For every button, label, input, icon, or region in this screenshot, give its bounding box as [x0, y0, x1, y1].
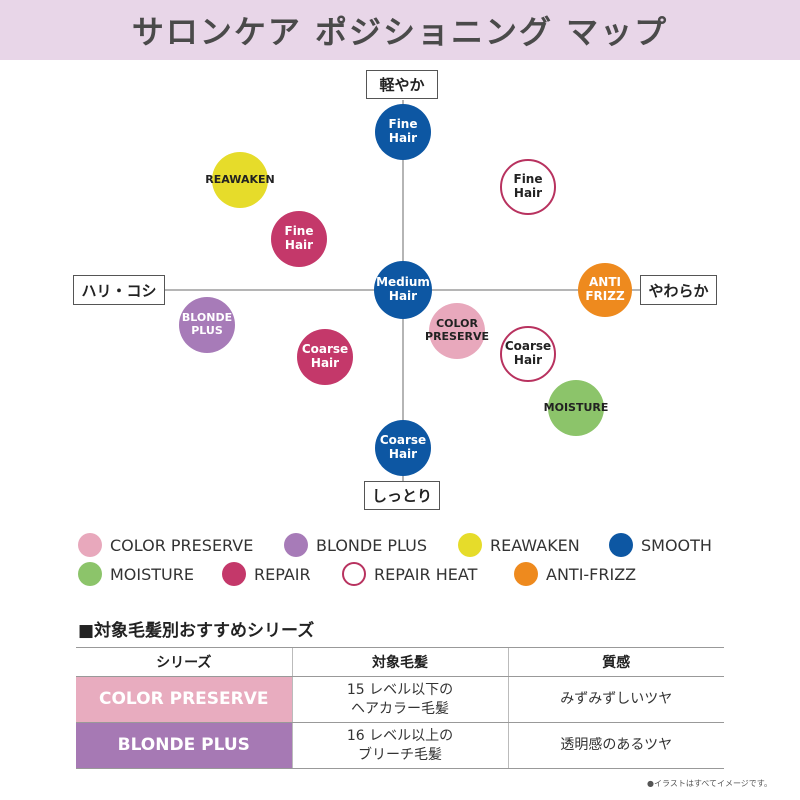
table-cell-texture: みずみずしいツヤ	[507, 676, 724, 723]
bubble-smooth: Medium Hair	[374, 261, 432, 319]
table-header-hair: 対象毛髪	[291, 647, 508, 677]
table-cell-texture: 透明感のあるツヤ	[507, 722, 724, 769]
bubble-repair-heat: Fine Hair	[500, 159, 556, 215]
bubble-blonde-plus: BLONDE PLUS	[179, 297, 235, 353]
legend-swatch	[78, 533, 102, 557]
legend-swatch	[342, 562, 366, 586]
legend-item: SMOOTH	[609, 533, 712, 557]
legend-label: REPAIR HEAT	[374, 564, 478, 584]
legend-swatch	[78, 562, 102, 586]
section-title: ■対象毛髪別おすすめシリーズ	[78, 621, 315, 641]
legend-swatch	[458, 533, 482, 557]
axis-label-right: やわらか	[640, 275, 717, 305]
legend-item: REPAIR HEAT	[342, 562, 477, 586]
legend-swatch	[514, 562, 538, 586]
legend-label: COLOR PRESERVE	[110, 535, 254, 555]
page-title: サロンケア ポジショニング マップ	[131, 13, 669, 51]
header-bar: サロンケア ポジショニング マップ	[0, 0, 800, 60]
table-cell-hair: 16 レベル以上の ブリーチ毛髪	[291, 722, 508, 769]
legend-swatch	[284, 533, 308, 557]
image-disclaimer-note: ●イラストはすべてイメージです。	[647, 779, 772, 788]
table-cell-series: BLONDE PLUS	[76, 722, 292, 769]
axis-label-top: 軽やか	[366, 70, 438, 99]
legend-item: MOISTURE	[78, 562, 194, 586]
axis-label-left: ハリ・コシ	[73, 275, 165, 305]
axis-label-bottom: しっとり	[364, 481, 440, 510]
legend-label: SMOOTH	[641, 535, 712, 555]
legend-label: REAWAKEN	[490, 535, 580, 555]
table-cell-hair: 15 レベル以下の ヘアカラー毛髪	[291, 676, 508, 723]
bubble-smooth: Fine Hair	[375, 104, 431, 160]
legend-swatch	[609, 533, 633, 557]
table-row: COLOR PRESERVE 15 レベル以下の ヘアカラー毛髪 みずみずしいツ…	[76, 676, 724, 723]
table-header-texture: 質感	[507, 647, 724, 677]
legend-label: MOISTURE	[110, 564, 194, 584]
legend-label: REPAIR	[254, 564, 311, 584]
legend-item: BLONDE PLUS	[284, 533, 427, 557]
bubble-repair-heat: Coarse Hair	[500, 326, 556, 382]
legend-swatch	[222, 562, 246, 586]
bubble-anti-frizz: ANTI FRIZZ	[578, 263, 632, 317]
table-header-row: シリーズ 対象毛髪 質感	[76, 647, 724, 677]
legend-label: BLONDE PLUS	[316, 535, 428, 555]
table-cell-series: COLOR PRESERVE	[76, 676, 292, 723]
legend-item: REPAIR	[222, 562, 311, 586]
legend-item: COLOR PRESERVE	[78, 533, 253, 557]
bubble-smooth: Coarse Hair	[375, 420, 431, 476]
legend-item: REAWAKEN	[458, 533, 580, 557]
recommendation-table: シリーズ 対象毛髪 質感 COLOR PRESERVE 15 レベル以下の ヘア…	[76, 647, 724, 769]
legend-label: ANTI-FRIZZ	[546, 564, 637, 584]
bubble-moisture: MOISTURE	[544, 380, 608, 436]
bubble-reawaken: REAWAKEN	[205, 152, 275, 208]
bubble-repair: Fine Hair	[271, 211, 327, 267]
table-header-series: シリーズ	[76, 647, 292, 677]
table-row: BLONDE PLUS 16 レベル以上の ブリーチ毛髪 透明感のあるツヤ	[76, 722, 724, 769]
legend-item: ANTI-FRIZZ	[514, 562, 636, 586]
bubble-color-preserve: COLOR PRESERVE	[425, 303, 489, 359]
bubble-repair: Coarse Hair	[297, 329, 353, 385]
